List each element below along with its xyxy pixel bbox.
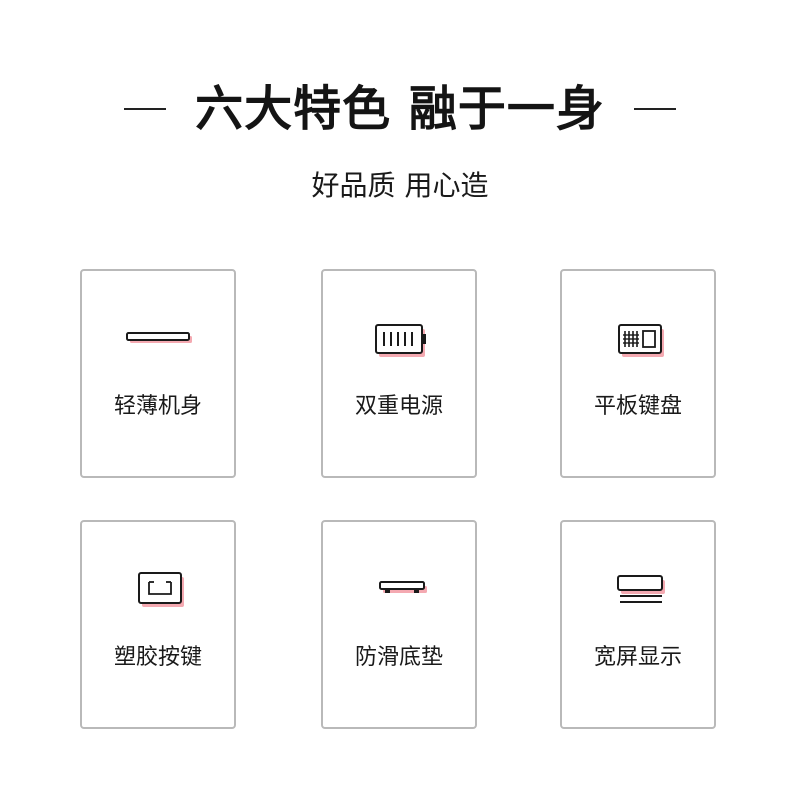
feature-label: 平板键盘 bbox=[593, 394, 682, 419]
feature-label: 宽屏显示 bbox=[593, 645, 682, 670]
feature-label: 塑胶按键 bbox=[113, 645, 202, 670]
section-header: 六大特色 融于一身 bbox=[0, 72, 800, 152]
thin-body-icon bbox=[126, 332, 192, 343]
battery-icon bbox=[375, 324, 426, 357]
feature-label: 双重电源 bbox=[354, 394, 443, 419]
feature-label: 轻薄机身 bbox=[113, 394, 202, 419]
feature-card-plastic-keys: 塑胶按键 bbox=[80, 520, 236, 729]
feature-card-dual-power: 双重电源 bbox=[321, 269, 477, 478]
non-slip-pad-icon bbox=[379, 581, 427, 593]
title-dash-left bbox=[124, 108, 166, 110]
feature-card-flat-keyboard: 平板键盘 bbox=[560, 269, 716, 478]
wide-screen-icon bbox=[617, 575, 665, 603]
page-subtitle: 好品质 用心造 bbox=[311, 169, 489, 202]
keyboard-icon bbox=[618, 324, 664, 357]
feature-card-non-slip-pad: 防滑底垫 bbox=[321, 520, 477, 729]
feature-label: 防滑底垫 bbox=[354, 645, 443, 670]
feature-card-thin-body: 轻薄机身 bbox=[80, 269, 236, 478]
key-icon bbox=[138, 572, 184, 607]
page-title: 六大特色 融于一身 bbox=[195, 81, 605, 137]
title-dash-right bbox=[634, 108, 676, 110]
feature-card-wide-screen: 宽屏显示 bbox=[560, 520, 716, 729]
